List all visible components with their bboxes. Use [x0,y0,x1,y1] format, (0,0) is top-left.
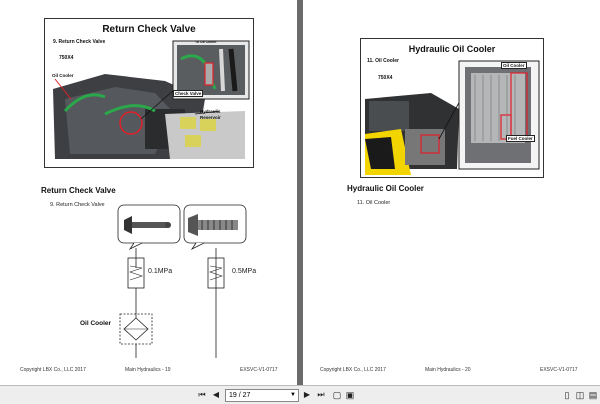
footer-section: Main Hydraulics - 20 [425,367,471,373]
two-page-view-icon[interactable]: ◫ [575,390,585,400]
page-number-select[interactable]: 19 / 27 ▼ [225,389,299,402]
figure-title: Return Check Valve [102,24,196,35]
left-page: Return Check Valve 9. Return Check Valve… [0,0,297,385]
figure-item: 9. Return Check Valve [53,39,106,45]
oil-cooler-machine-image [365,60,540,175]
first-page-icon[interactable]: ⏮ [198,390,206,399]
footer-code: EXSVC-V1-0717 [540,367,578,373]
single-page-view-icon[interactable]: ▯ [564,390,570,400]
return-check-valve-figure: Return Check Valve 9. Return Check Valve… [44,18,254,168]
callout-oil-cooler: Oil Cooler [52,73,74,78]
callout-check-valve: Check Valve [173,90,204,97]
footer-copyright: Copyright LBX Co., LLC 2017 [20,367,86,373]
figure-title: Hydraulic Oil Cooler [408,44,496,54]
section-heading: Return Check Valve [41,186,116,195]
figure-model: 750X4 [378,75,393,81]
chevron-down-icon: ▼ [290,392,296,398]
excavator-engine-bay-image [53,40,250,159]
hydraulic-oil-cooler-figure: Hydraulic Oil Cooler 11. Oil Cooler 750X… [360,38,544,178]
fit-width-icon[interactable]: ▣ [345,390,355,400]
previous-page-icon[interactable]: ◀ [212,390,220,399]
right-page: Hydraulic Oil Cooler 11. Oil Cooler 750X… [303,0,600,385]
valve2-pressure-label: 0.5MPa [232,268,257,275]
scroll-view-icon[interactable]: ▤ [588,390,598,400]
figure-model: 750X4 [59,55,74,61]
callout-to-oil-cooler: To Oil Cooler [195,40,217,44]
fit-page-icon[interactable]: ▢ [332,390,342,400]
figure-item: 11. Oil Cooler [367,58,399,64]
last-page-icon[interactable]: ⏭ [317,390,325,399]
viewer-toolbar: ⏮ ◀ 19 / 27 ▼ ▶ ⏭ ▢ ▣ ▯ ◫ ▤ [0,385,600,404]
callout-oil-cooler: Oil Cooler [501,62,527,69]
footer-copyright: Copyright LBX Co., LLC 2017 [320,367,386,373]
check-valve-parts-image [117,204,247,250]
footer-section: Main Hydraulics - 19 [125,367,171,373]
oil-cooler-label: Oil Cooler [80,320,112,327]
next-page-icon[interactable]: ▶ [303,390,311,399]
hydraulic-schematic-diagram [119,248,225,358]
section-item: 11. Oil Cooler [357,200,391,206]
section-item: 9. Return Check Valve [50,202,105,208]
callout-hydraulic-reservoir: Hydraulic Reservoir [200,109,221,120]
page-number-value: 19 / 27 [229,392,251,399]
valve1-pressure-label: 0.1MPa [148,268,173,275]
footer-code: EXSVC-V1-0717 [240,367,278,373]
section-heading: Hydraulic Oil Cooler [347,184,424,193]
callout-fuel-cooler: Fuel Cooler [506,135,535,142]
